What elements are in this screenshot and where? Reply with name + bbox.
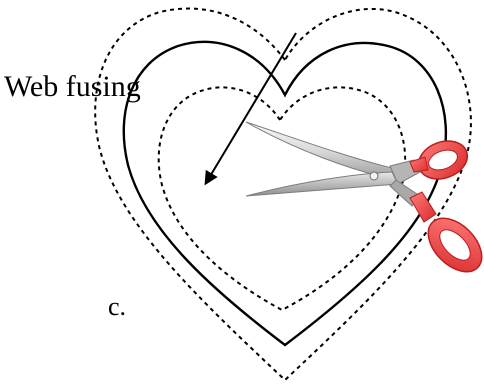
figure-caption: c.	[108, 292, 126, 321]
dashed-inner-heart	[157, 86, 407, 312]
pointer-arrow	[204, 32, 297, 186]
web-fusing-label: Web fusing	[4, 70, 141, 103]
solid-heart	[122, 40, 448, 347]
dashed-outer-heart	[94, 7, 472, 382]
scissors-icon	[245, 121, 483, 273]
